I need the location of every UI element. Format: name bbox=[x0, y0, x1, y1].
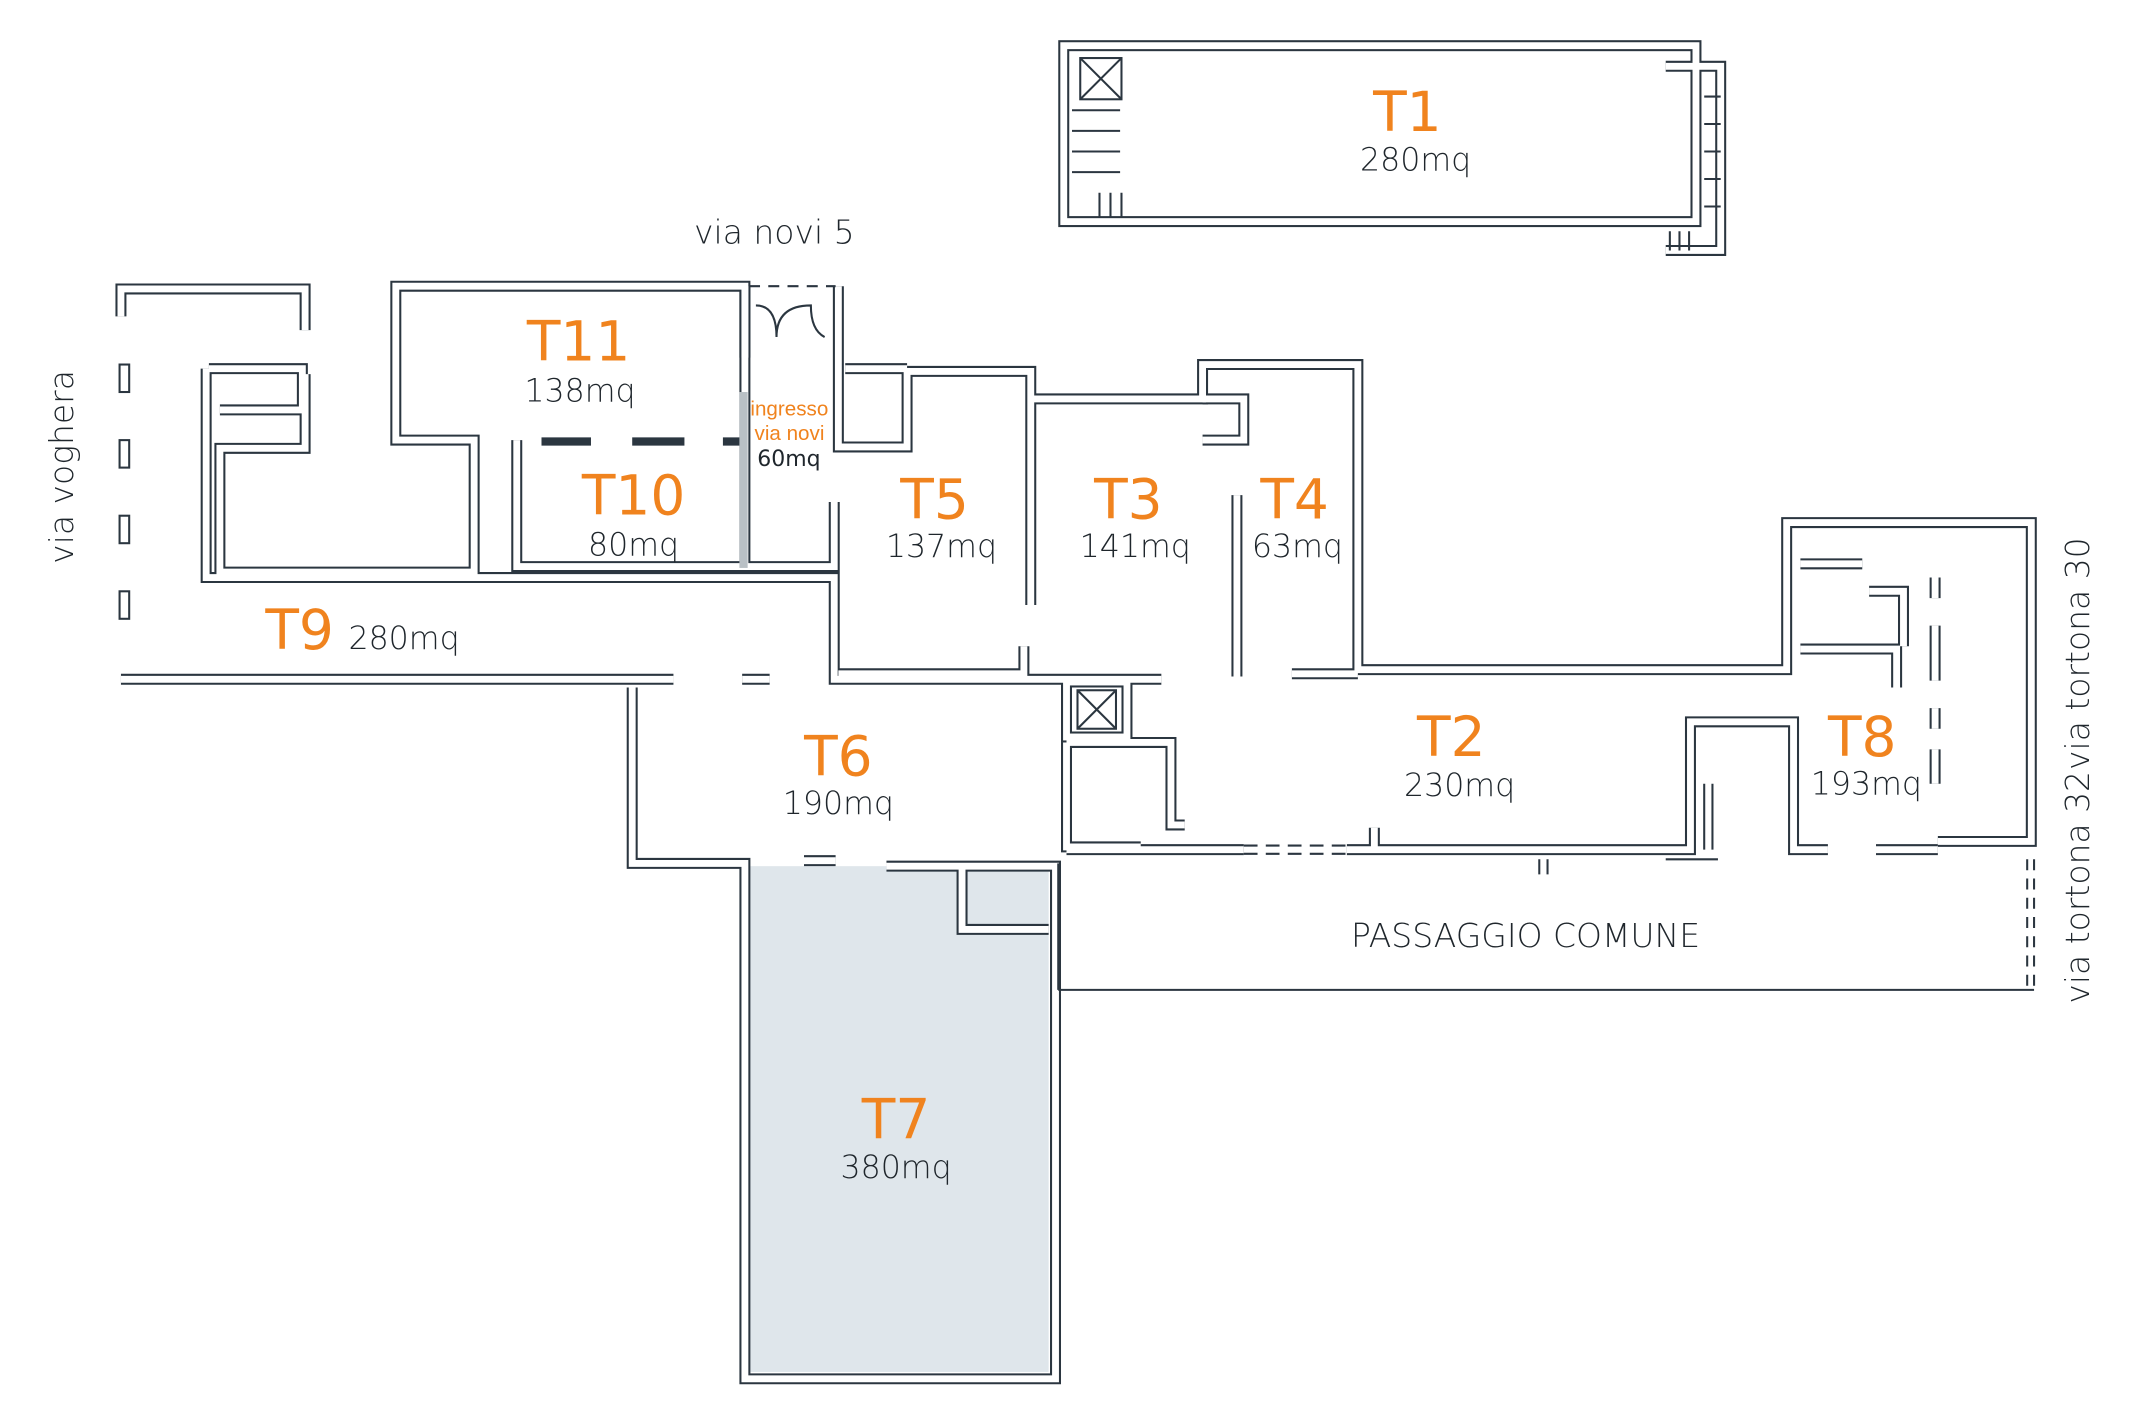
street-via-tortona-32: via tortona 32 bbox=[2058, 771, 2097, 1004]
svg-text:63mq: 63mq bbox=[1252, 529, 1343, 565]
street-via-voghera: via voghera bbox=[42, 370, 81, 564]
unit-t7-fill[interactable] bbox=[750, 866, 1049, 1372]
svg-text:T2: T2 bbox=[1416, 705, 1486, 769]
svg-text:193mq: 193mq bbox=[1811, 767, 1922, 803]
unit-t9[interactable]: T9 280mq bbox=[264, 598, 459, 662]
svg-text:T8: T8 bbox=[1827, 705, 1897, 769]
elevator-icon bbox=[1076, 57, 1123, 730]
svg-text:T9: T9 bbox=[264, 598, 334, 662]
svg-text:T11: T11 bbox=[526, 309, 631, 373]
svg-text:T6: T6 bbox=[803, 724, 873, 788]
svg-text:T3: T3 bbox=[1093, 467, 1163, 531]
svg-text:230mq: 230mq bbox=[1404, 768, 1515, 804]
svg-text:280mq: 280mq bbox=[1360, 143, 1471, 179]
svg-text:138mq: 138mq bbox=[524, 374, 635, 410]
walls bbox=[115, 40, 2037, 1385]
svg-text:137mq: 137mq bbox=[886, 529, 997, 565]
svg-text:60mq: 60mq bbox=[757, 447, 820, 472]
svg-text:via novi: via novi bbox=[755, 422, 825, 445]
svg-text:T10: T10 bbox=[581, 463, 686, 527]
svg-text:190mq: 190mq bbox=[783, 786, 894, 822]
svg-text:T5: T5 bbox=[899, 467, 969, 531]
svg-text:380mq: 380mq bbox=[840, 1150, 951, 1186]
svg-text:80mq: 80mq bbox=[588, 528, 679, 564]
street-via-novi: via novi 5 bbox=[694, 213, 855, 252]
stairs-icon bbox=[1072, 95, 1721, 875]
street-via-tortona-30: via tortona 30 bbox=[2058, 537, 2097, 770]
svg-text:T7: T7 bbox=[861, 1087, 931, 1151]
svg-text:280mq: 280mq bbox=[348, 621, 459, 657]
svg-text:ingresso: ingresso bbox=[750, 397, 828, 420]
svg-text:141mq: 141mq bbox=[1080, 529, 1191, 565]
svg-text:T4: T4 bbox=[1259, 467, 1329, 531]
passaggio-comune-label: PASSAGGIO COMUNE bbox=[1351, 916, 1700, 955]
entrance-via-novi[interactable]: ingresso via novi 60mq bbox=[750, 397, 828, 472]
svg-text:T1: T1 bbox=[1372, 80, 1442, 144]
